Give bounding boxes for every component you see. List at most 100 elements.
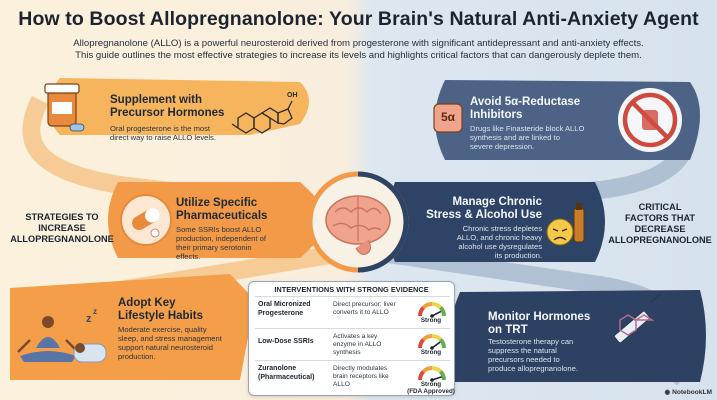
evidence-gauge-icon bbox=[418, 334, 446, 350]
evidence-gauge-icon bbox=[418, 366, 446, 382]
right-card-2-text: Chronic stress depletes ALLO, and chroni… bbox=[440, 224, 542, 260]
left-card-3-text: Moderate exercise, quality sleep, and st… bbox=[118, 325, 243, 361]
title-line: on TRT bbox=[488, 323, 528, 336]
gauge-segment bbox=[431, 366, 442, 374]
desc-line: Activates a key bbox=[333, 333, 378, 340]
stressed-face-icon bbox=[546, 203, 585, 246]
title-line: Lifestyle Habits bbox=[118, 309, 203, 322]
desc-line: converts it to ALLO bbox=[333, 308, 389, 316]
five-alpha-reductase-icon bbox=[433, 103, 463, 133]
left-card-2-title: Utilize Specific Pharmaceuticals bbox=[176, 197, 296, 222]
text-line: direct way to raise ALLO levels. bbox=[110, 133, 216, 142]
page-title: How to Boost Allopregnanolone: Your Brai… bbox=[18, 8, 699, 30]
right-card-3-text: Testosterone therapy can suppress the na… bbox=[488, 337, 608, 373]
desc-line: enzyme in ALLO bbox=[333, 340, 382, 348]
text-line: support natural neurosteroid bbox=[118, 343, 213, 352]
left-card-3-title: Adopt Key Lifestyle Habits bbox=[118, 297, 238, 322]
gauge-segment bbox=[422, 366, 433, 374]
rating-line: Strong bbox=[420, 381, 442, 388]
title-line: Inhibitors bbox=[470, 108, 523, 121]
label-line: INCREASE bbox=[38, 223, 86, 233]
gauge-hub bbox=[430, 314, 434, 318]
evidence-rating: Strong bbox=[405, 349, 457, 356]
left-card-1-title: Supplement with Precursor Hormones bbox=[110, 94, 240, 119]
text-line: Testosterone therapy can bbox=[488, 337, 574, 346]
syringe-icon bbox=[613, 291, 663, 344]
text-line: sleep, and stress management bbox=[118, 334, 222, 343]
desc-line: ALLO bbox=[333, 380, 350, 388]
text-line: production, independent of bbox=[176, 234, 266, 243]
title-line: Utilize Specific bbox=[176, 197, 258, 209]
subtitle-line: This guide outlines the most effective s… bbox=[75, 50, 642, 61]
name-line: Zuranolone bbox=[258, 365, 297, 372]
gauge-segment bbox=[438, 338, 446, 349]
label-line: FACTORS THAT bbox=[624, 213, 696, 223]
pill-icon bbox=[120, 194, 172, 246]
gauge-segment bbox=[431, 334, 442, 342]
title-line: Stress & Alcohol Use bbox=[426, 208, 542, 221]
title-line: Monitor Hormones bbox=[488, 311, 591, 323]
gauge-segment bbox=[422, 334, 433, 342]
right-card-1-title: Avoid 5α-Reductase Inhibitors bbox=[470, 96, 610, 121]
intervention-name: Oral Micronized Progesterone bbox=[258, 301, 328, 318]
critical-factors-label: CRITICAL FACTORS THAT DECREASE ALLOPREGN… bbox=[606, 202, 714, 246]
page-subtitle: Allopregnanolone (ALLO) is a powerful ne… bbox=[40, 38, 677, 62]
title-line: Avoid 5α-Reductase bbox=[470, 96, 581, 108]
strategies-label: STRATEGIES TO INCREASE ALLOPREGNANOLONE bbox=[2, 212, 122, 245]
label-line: STRATEGIES TO bbox=[25, 212, 99, 222]
table-row: Low-Dose SSRIs Activates a key enzyme in… bbox=[255, 328, 450, 358]
steroid-molecule-icon bbox=[231, 100, 293, 134]
evidence-rating: Strong (FDA Approved) bbox=[405, 381, 457, 395]
right-card-1-text: Drugs like Finasteride block ALLO synthe… bbox=[470, 124, 610, 151]
rating-line: (FDA Approved) bbox=[407, 388, 455, 395]
brand-label: ◉ NotebookLM bbox=[664, 388, 712, 396]
name-line: Low-Dose SSRIs bbox=[258, 338, 314, 345]
subtitle-line: Allopregnanolone (ALLO) is a powerful ne… bbox=[73, 38, 644, 49]
gauge-hub bbox=[430, 346, 434, 350]
text-line: Oral progesterone is the most bbox=[110, 124, 211, 133]
text-line: their primary serotonin bbox=[176, 243, 252, 252]
text-line: precursors needed to bbox=[488, 355, 560, 364]
evidence-gauge-icon bbox=[418, 302, 446, 318]
text-line: its production. bbox=[494, 251, 542, 260]
gauge-segment bbox=[431, 302, 442, 310]
gauge-segment bbox=[418, 306, 426, 317]
text-line: effects. bbox=[176, 252, 201, 261]
prohibited-icon bbox=[618, 88, 682, 152]
left-card-1-text: Oral progesterone is the most direct way… bbox=[110, 124, 240, 142]
intervention-description: Directly modulates brain receptors like … bbox=[333, 365, 415, 388]
intervention-description: Direct precursor; liver converts it to A… bbox=[333, 301, 415, 317]
left-card-1-shape bbox=[47, 78, 309, 135]
intervention-description: Activates a key enzyme in ALLO synthesis bbox=[333, 333, 415, 356]
intervention-name: Low-Dose SSRIs bbox=[258, 338, 328, 347]
text-line: Chronic stress depletes bbox=[462, 224, 542, 233]
label-line: ALLOPREGNANOLONE bbox=[608, 235, 712, 245]
pill-bottle-icon bbox=[44, 83, 85, 132]
label-line: DECREASE bbox=[634, 224, 686, 234]
text-line: Drugs like Finasteride block ALLO bbox=[470, 124, 585, 133]
title-line: Precursor Hormones bbox=[110, 106, 225, 119]
table-title: INTERVENTIONS WITH STRONG EVIDENCE bbox=[274, 285, 429, 294]
desc-line: Direct precursor; liver bbox=[333, 301, 396, 308]
desc-line: Directly modulates bbox=[333, 365, 388, 372]
text-line: severe depression. bbox=[470, 142, 535, 151]
title-line: Pharmaceuticals bbox=[176, 209, 268, 222]
gauge-segment bbox=[418, 370, 426, 381]
five-alpha-badge: 5α bbox=[440, 110, 456, 124]
brand-text: NotebookLM bbox=[672, 389, 712, 396]
label-line: CRITICAL bbox=[638, 202, 682, 212]
interventions-table: INTERVENTIONS WITH STRONG EVIDENCE Oral … bbox=[248, 281, 455, 396]
desc-line: synthesis bbox=[333, 348, 361, 356]
gauge-segment bbox=[422, 302, 433, 310]
evidence-rating: Strong bbox=[405, 317, 457, 324]
svg-text:z: z bbox=[93, 307, 97, 316]
desc-line: brain receptors like bbox=[333, 372, 389, 380]
gauge-hub bbox=[430, 378, 434, 382]
gauge-segment bbox=[438, 370, 446, 381]
table-row: Oral Micronized Progesterone Direct prec… bbox=[255, 296, 450, 326]
title-line: Manage Chronic bbox=[452, 196, 542, 208]
brand-icon: ◉ bbox=[664, 389, 673, 396]
svg-text:z: z bbox=[86, 313, 92, 325]
text-line: ALLO, and chronic heavy bbox=[456, 233, 542, 242]
